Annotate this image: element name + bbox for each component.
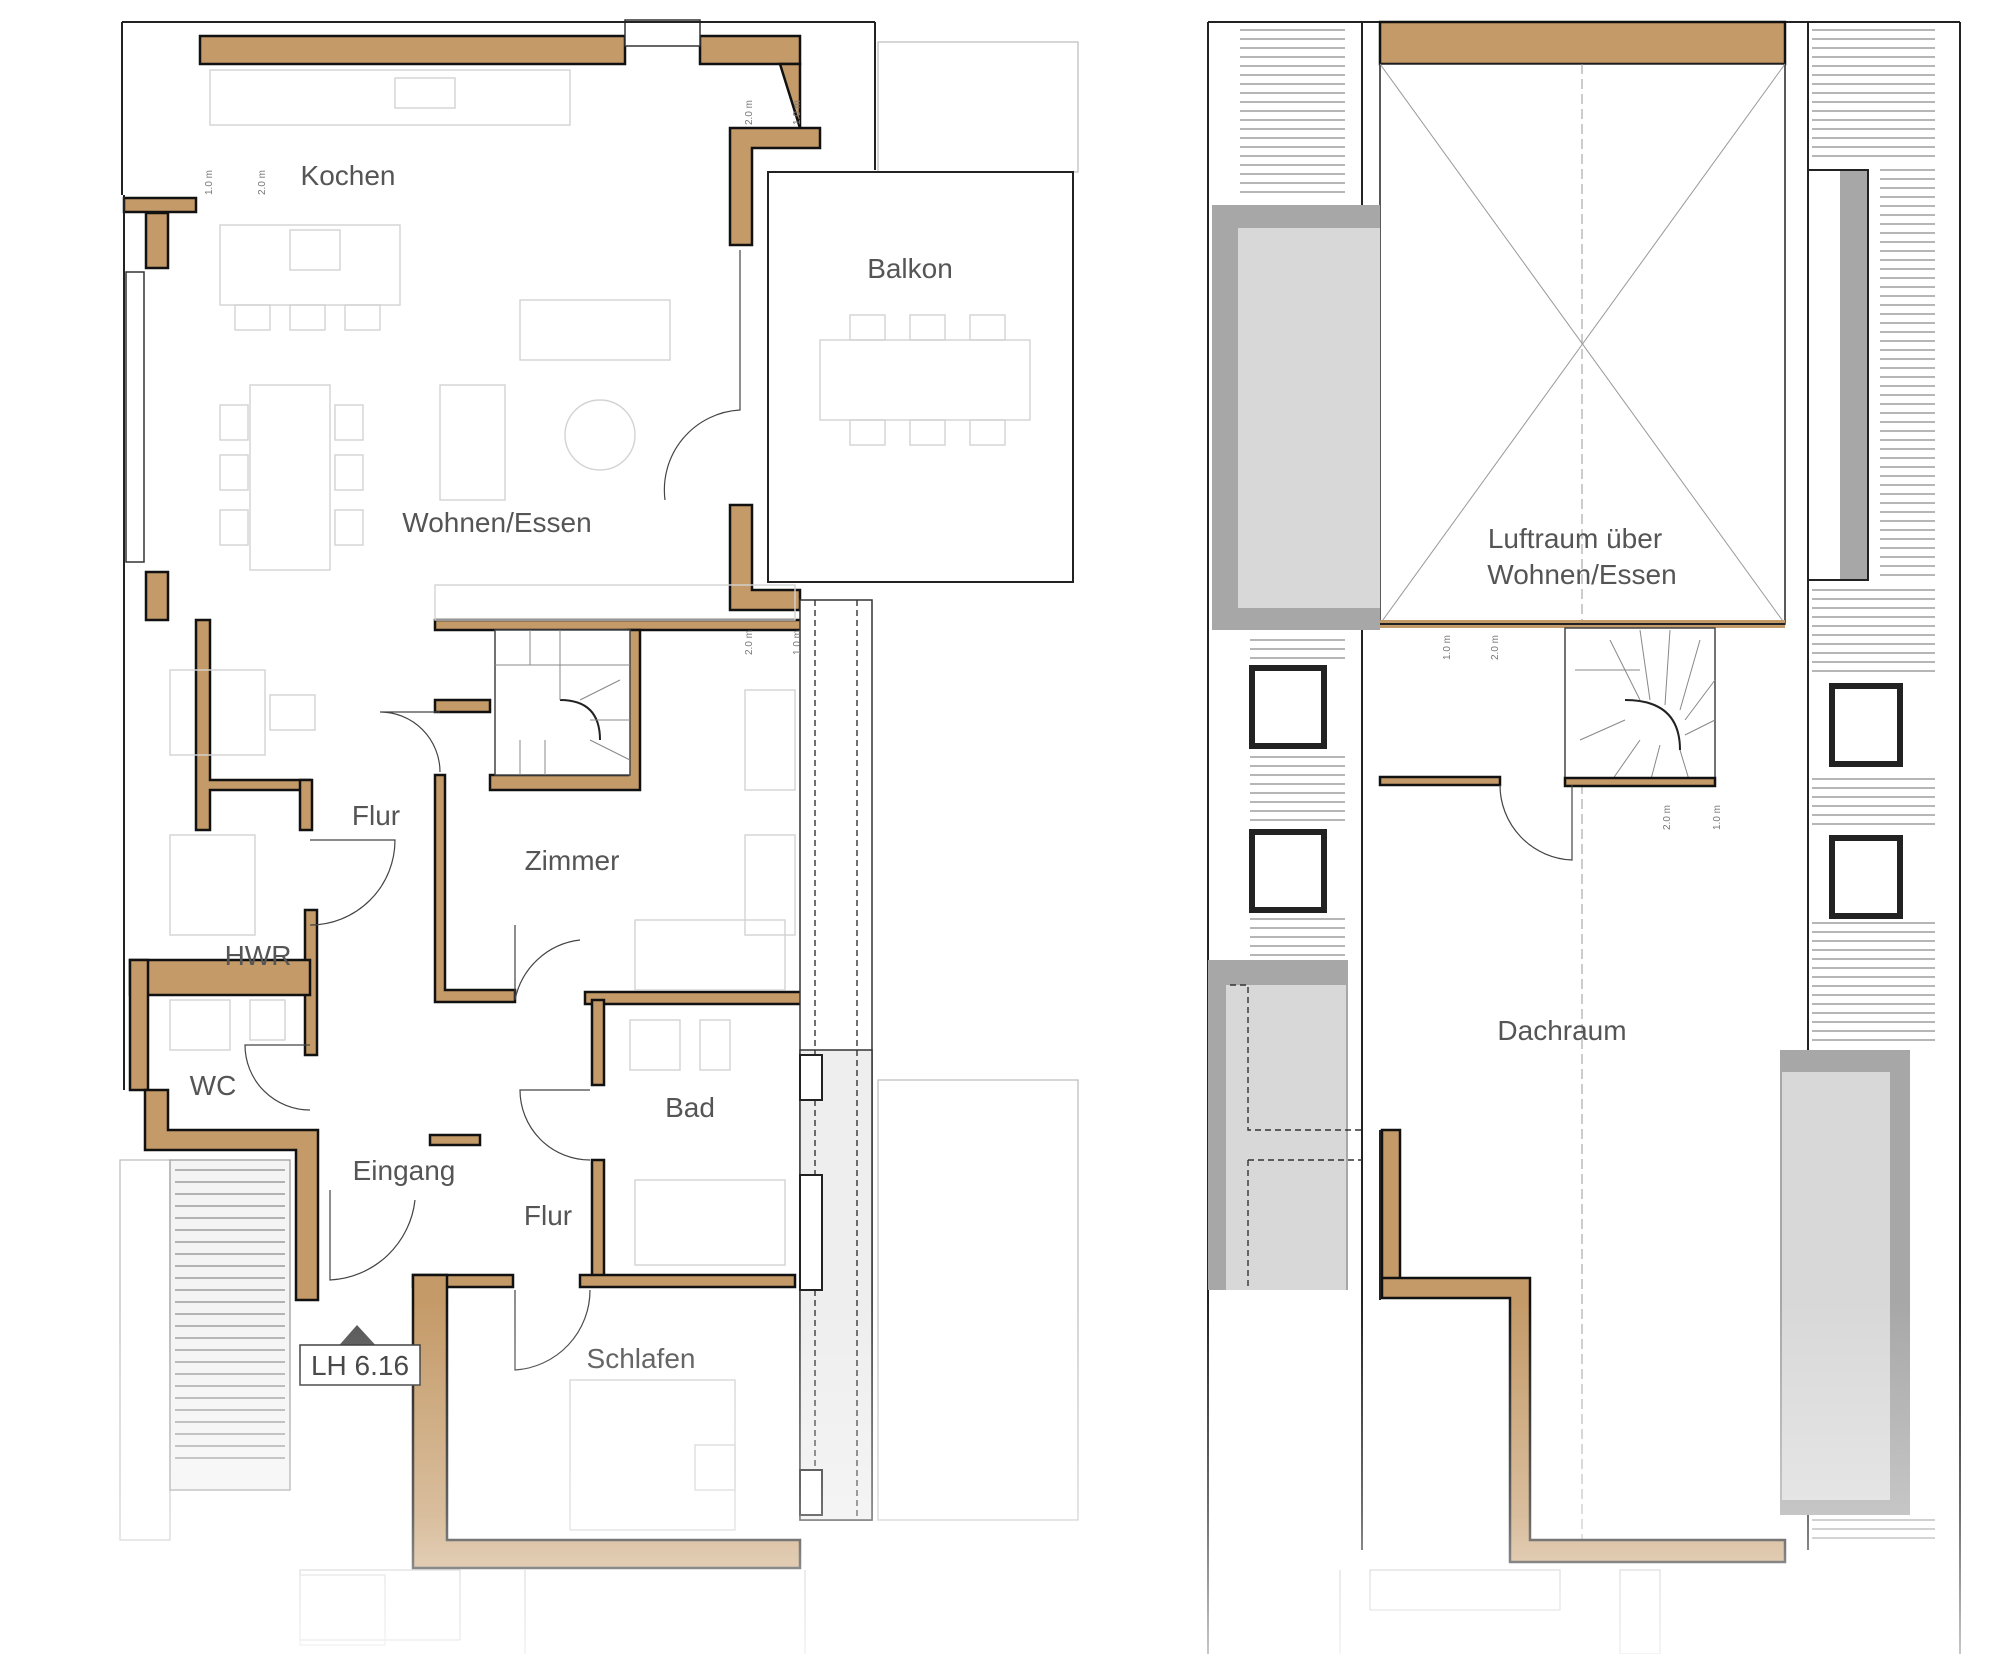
- room-label-flur-lower: Flur: [524, 1200, 572, 1231]
- roof-window: [1829, 835, 1903, 919]
- wall: [198, 34, 627, 66]
- room-label-balkon: Balkon: [867, 253, 953, 284]
- dimension-label: 2.0 m: [1662, 805, 1673, 830]
- dimension-label: 1.0 m: [1712, 805, 1723, 830]
- right-floor-plan: 1.0 m 2.0 m 2.0 m 1.0 m Luftraum über Wo…: [1207, 20, 1961, 1654]
- left-floor-plan: LH 6.16 1.0 m 2.0 m 2.0 m 1.0 m 2.0 m 1.…: [119, 19, 1079, 1654]
- dimension-label: 2.0 m: [744, 100, 755, 125]
- balcony: [767, 171, 1074, 583]
- dimension-label: 2.0 m: [1490, 635, 1501, 660]
- room-label-kochen: Kochen: [301, 160, 396, 191]
- room-label-wohnen-essen: Wohnen/Essen: [402, 507, 591, 538]
- room-label-bad: Bad: [665, 1092, 715, 1123]
- room-label-hwr: HWR: [225, 940, 292, 971]
- room-label-wc: WC: [190, 1070, 237, 1101]
- room-label-eingang: Eingang: [353, 1155, 456, 1186]
- room-label-luftraum-line1: Luftraum über: [1488, 523, 1662, 554]
- room-label-zimmer: Zimmer: [525, 845, 620, 876]
- room-label-schlafen: Schlafen: [587, 1343, 696, 1374]
- room-label-flur-upper: Flur: [352, 800, 400, 831]
- roof-window: [1249, 665, 1327, 749]
- dimension-label: 1.0 m: [1442, 635, 1453, 660]
- window: [125, 271, 145, 563]
- roof-window: [1829, 683, 1903, 767]
- roof-slope-left: [1240, 29, 1345, 956]
- dimension-label: 1.0 m: [792, 100, 803, 125]
- room-label-luftraum-line2: Wohnen/Essen: [1487, 559, 1676, 590]
- dimension-label: 1.0 m: [204, 170, 215, 195]
- dimension-label: 1.0 m: [792, 630, 803, 655]
- stair-interior: [494, 629, 631, 776]
- stair-lower-left: [169, 1159, 291, 1491]
- room-label-dachraum: Dachraum: [1497, 1015, 1626, 1046]
- window: [624, 19, 701, 47]
- level-marker-label: LH 6.16: [311, 1350, 409, 1381]
- stair-attic: [1564, 627, 1716, 784]
- dimension-label: 2.0 m: [257, 170, 268, 195]
- roof-window: [1249, 829, 1327, 913]
- roof-window-well: [1840, 170, 1868, 580]
- dimension-label: 2.0 m: [744, 630, 755, 655]
